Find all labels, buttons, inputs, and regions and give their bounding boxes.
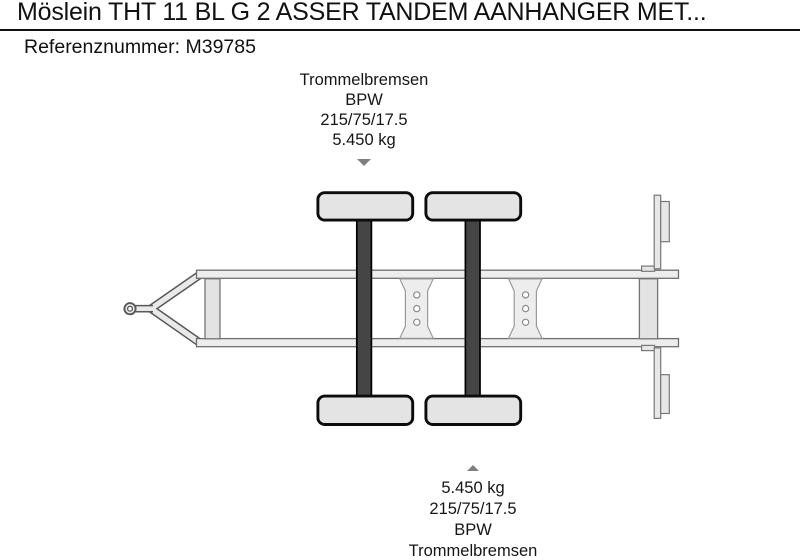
bolt-hole <box>413 291 421 299</box>
axle-front <box>355 203 373 413</box>
gusset-plate-right <box>507 278 543 339</box>
rear-axle-tyre-size: 215/75/17.5 <box>429 500 517 518</box>
front-axle-brakes: Trommelbremsen <box>299 71 429 89</box>
frame-rail-bottom <box>195 337 680 348</box>
wheel-rear-left <box>424 191 523 222</box>
front-axle-annotation: Trommelbremsen BPW 215/75/17.5 5.450 kg <box>214 70 514 166</box>
wheel-front-left <box>316 191 415 222</box>
bolt-hole <box>521 318 530 326</box>
bolt-hole <box>521 304 530 313</box>
reference-number: Referenznummer: M39785 <box>24 36 256 58</box>
rear-lamp-bracket-top <box>640 194 670 272</box>
front-axle-brand: BPW <box>345 91 383 109</box>
frame-rail-top <box>195 269 680 279</box>
bolt-hole <box>413 304 421 313</box>
bolt-hole <box>413 318 421 326</box>
rear-crossmember <box>638 278 659 340</box>
front-axle-load: 5.450 kg <box>332 131 396 149</box>
rear-axle-load: 5.450 kg <box>441 479 505 497</box>
rear-axle-brakes: Trommelbremsen <box>408 542 538 560</box>
hitch-eye <box>123 302 137 316</box>
rear-lamp-bracket-bottom <box>640 344 670 419</box>
arrow-down-icon <box>357 159 371 166</box>
title-divider <box>0 29 800 31</box>
rear-axle-annotation: 5.450 kg 215/75/17.5 BPW Trommelbremsen <box>323 465 623 560</box>
gusset-plate-left <box>398 278 435 339</box>
page-title: Möslein THT 11 BL G 2 ASSER TANDEM AANHA… <box>17 0 707 26</box>
wheel-front-right <box>316 394 415 426</box>
bolt-hole <box>521 291 530 299</box>
front-axle-tyre-size: 215/75/17.5 <box>320 111 408 129</box>
front-crossmember <box>204 278 221 340</box>
rear-axle-brand: BPW <box>454 521 492 539</box>
axle-rear <box>464 203 481 413</box>
drawbar <box>134 270 204 348</box>
arrow-up-icon <box>467 465 479 471</box>
wheel-rear-right <box>424 394 523 426</box>
